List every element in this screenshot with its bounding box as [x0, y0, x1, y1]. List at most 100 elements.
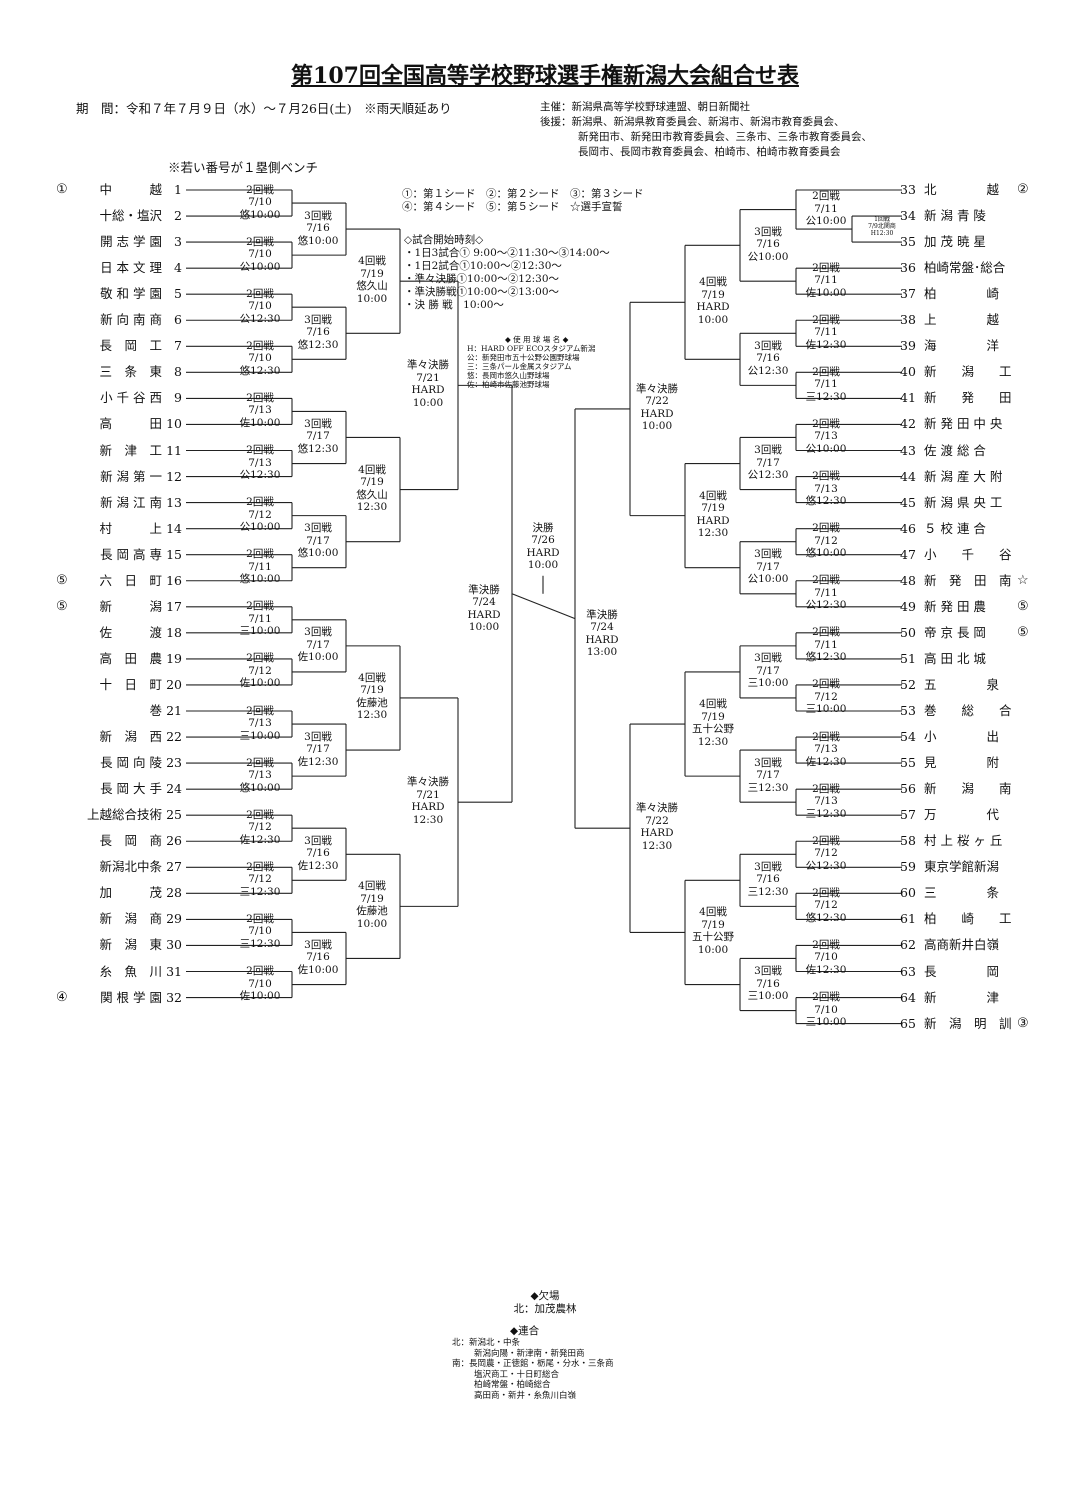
match-info-r3-line: 3回戦 [304, 313, 332, 326]
team-number: 61 [900, 911, 916, 927]
match-info-r4-line: 五十公野 [692, 723, 734, 736]
team-number: 37 [900, 286, 916, 302]
first-round-line: 1回戦 [874, 216, 890, 223]
team-number: 5 [174, 286, 182, 302]
team-number: 58 [900, 833, 916, 849]
team-number: 40 [900, 364, 916, 380]
combined-line: 北：新潟北・中条 [452, 1338, 521, 1348]
match-info-r4-line: 12:30 [356, 709, 388, 722]
start-times-line: ・1日2試合①10:00～②12:30～ [404, 260, 562, 272]
combined-line: 塩沢商工・十日町総合 [474, 1369, 560, 1380]
team-number: 55 [900, 755, 916, 771]
team-number: 46 [900, 520, 916, 536]
match-info-r4-line: HARD [696, 301, 730, 314]
venue-line: H：HARD OFF ECOスタジアム新潟 [467, 344, 596, 353]
match-info-r2-line: 7/11 [814, 274, 838, 287]
team-number: 54 [900, 729, 916, 745]
seed-badge: ④ [56, 989, 68, 1005]
team-name-left: 新 潟 西 [99, 729, 162, 745]
match-info-r3-line: 7/16 [306, 847, 330, 860]
match-info-r3-line: 3回戦 [304, 938, 332, 951]
team-number: 25 [166, 807, 182, 823]
match-info-r2-line: 7/13 [248, 456, 272, 469]
match-info-r2-line: 佐10:00 [239, 990, 281, 1003]
match-info-r4-line: 7/19 [360, 892, 384, 905]
team-name-right: 三 条 [924, 885, 1000, 901]
match-info-r2-line: 2回戦 [246, 235, 274, 248]
match-info-r2-line: 2回戦 [246, 756, 274, 769]
venue-line: 三：三条パール金属スタジアム [467, 362, 572, 371]
match-info-r2-line: 2回戦 [812, 417, 840, 430]
match-info-r3-line: 佐10:00 [297, 651, 339, 664]
match-info-r2-line: 7/13 [814, 482, 838, 495]
team-number: 28 [166, 885, 182, 901]
match-info-r2-line: 2回戦 [812, 574, 840, 587]
seed-badge: ⑤ [56, 598, 68, 614]
team-name-right: 五 泉 [924, 676, 1000, 692]
match-info-r3-line: 3回戦 [754, 339, 782, 352]
match-info-r4-line: 7/19 [360, 267, 384, 280]
match-info-qf-line: 10:00 [641, 420, 673, 433]
match-info-r4-line: 4回戦 [358, 255, 386, 268]
start-times-line: ・準々決勝①10:00～②12:30～ [404, 273, 560, 285]
organizer-line: 新発田市、新発田市教育委員会、三条市、三条市教育委員会、 [578, 131, 872, 143]
team-number: 7 [174, 338, 182, 354]
seed-badge: ☆ [1017, 572, 1029, 588]
team-name-left: 長 岡 向 陵 [100, 755, 162, 771]
seed-legend: ①：第１シード ②：第２シード ③：第３シード ④：第４シード ⑤：第５シード … [402, 188, 644, 214]
match-info-r2-line: 7/11 [248, 612, 272, 625]
match-info-r2-line: 7/10 [248, 352, 272, 365]
team-name-left: 新 津 工 [99, 442, 162, 458]
seed-badge: ③ [1017, 1015, 1029, 1031]
match-info-sf-line: 7/24 [472, 596, 496, 609]
team-name-right: 新 潟 産 大 附 [924, 468, 1003, 484]
match-info-r3-line: 3回戦 [754, 225, 782, 238]
team-name-left: 三 条 東 [99, 364, 162, 380]
match-info-r2-line: 2回戦 [812, 313, 840, 326]
team-number: 23 [166, 755, 182, 771]
team-number: 32 [166, 989, 182, 1005]
seed-badge: ② [1017, 182, 1029, 197]
team-number: 16 [166, 572, 182, 588]
match-info-r2-line: 2回戦 [812, 470, 840, 483]
match-info-r2-line: 三10:00 [239, 625, 281, 638]
match-info-qf-line: 7/21 [416, 371, 440, 384]
match-info-r3-line: 三12:30 [747, 781, 789, 794]
match-info-r2-line: 2回戦 [246, 652, 274, 665]
venue-list: ◆ 使 用 球 場 名 ◆ H：HARD OFF ECOスタジアム新潟 公：新発… [467, 335, 595, 389]
match-info-r2-line: 2回戦 [246, 704, 274, 717]
venue-line: 公：新発田市五十公野公園野球場 [467, 353, 580, 362]
team-number: 42 [900, 416, 916, 432]
match-info-qf-line: 7/22 [645, 395, 669, 408]
match-info-final-line: 7/26 [531, 534, 555, 547]
team-number: 1 [174, 182, 182, 197]
match-info-r2-line: 7/11 [814, 326, 838, 339]
team-name-right: 新 潟 明 訓 [924, 1015, 1012, 1031]
match-info-r2-line: 公10:00 [239, 521, 281, 534]
match-info-r2-line: 2回戦 [246, 496, 274, 509]
match-info-r2-line: 悠10:00 [239, 781, 281, 794]
match-info-r2-line: 2回戦 [812, 190, 840, 203]
match-info-r2-line: 悠12:30 [805, 651, 847, 664]
match-info-r3-line: 三10:00 [747, 677, 789, 690]
match-info-r3-line: 7/17 [306, 743, 330, 756]
match-info-r2-line: 公12:30 [239, 312, 281, 325]
match-info-r2-line: 2回戦 [246, 287, 274, 300]
venue-line: 悠：長岡市悠久山野球場 [467, 371, 550, 380]
